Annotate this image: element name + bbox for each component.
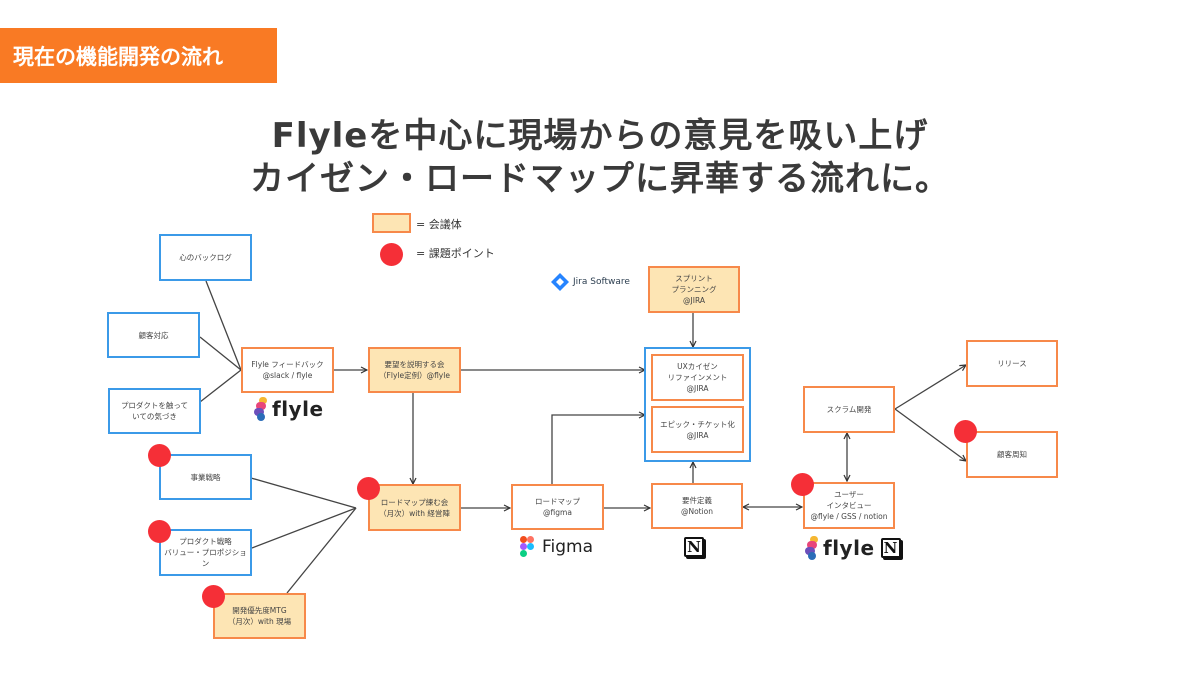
flyle-logo-feedback: flyle	[254, 397, 324, 421]
node-product-strategy: プロダクト戦略 バリュー・プロポジション	[159, 529, 252, 576]
jira-icon	[551, 273, 569, 291]
legend-meeting-label: = 会議体	[416, 218, 462, 231]
node-user-interview: ユーザー インタビュー @flyle / GSS / notion	[803, 482, 895, 529]
node-sprint-planning: スプリント プランニング @JIRA	[648, 266, 740, 313]
node-epic-ticket: エピック・チケット化 @JIRA	[651, 406, 744, 453]
node-request-meeting: 要望を説明する会 （Flyle定例）@flyle	[368, 347, 461, 393]
issue-dot-roadmap-meeting	[357, 477, 380, 500]
connector-support-feedback	[199, 336, 242, 371]
issue-dot-business-strategy	[148, 444, 171, 467]
connector-scrum-notice	[894, 408, 966, 461]
notion-icon: N	[684, 537, 704, 557]
section-tag: 現在の機能開発の流れ	[0, 28, 277, 83]
issue-dot-product-strategy	[148, 520, 171, 543]
connector-roadmap-epic	[551, 415, 645, 484]
connector-devpriority-roadmap-mtg	[286, 507, 357, 594]
node-roadmap-meeting: ロードマップ練む会 （月次）with 経営陣	[368, 484, 461, 531]
node-scrum-dev: スクラム開発	[803, 386, 895, 433]
node-requirements: 要件定義 @Notion	[651, 483, 743, 529]
node-customer-support: 顧客対応	[107, 312, 200, 358]
notion-logo-requirements: N	[684, 537, 704, 557]
legend-issue-label: = 課題ポイント	[416, 247, 495, 260]
notion-icon: N	[880, 538, 901, 558]
flyle-wordmark: flyle	[823, 536, 875, 560]
node-release: リリース	[966, 340, 1058, 387]
connector-product-feedback	[199, 369, 242, 403]
flyle-wordmark: flyle	[272, 397, 324, 421]
node-product-touch: プロダクトを触って いての気づき	[108, 388, 201, 434]
issue-dot-dev-priority	[202, 585, 225, 608]
node-business-strategy: 事業戦略	[159, 454, 252, 500]
node-customer-notice: 顧客周知	[966, 431, 1058, 478]
issue-dot-user-interview	[791, 473, 814, 496]
jira-logo: Jira Software	[551, 273, 630, 291]
node-backlog: 心のバックログ	[159, 234, 252, 281]
connector-backlog-feedback	[205, 280, 242, 371]
node-dev-priority-mtg: 開発優先度MTG （月次）with 現場	[213, 593, 306, 639]
legend-meeting-swatch	[372, 213, 411, 233]
figma-icon	[520, 536, 534, 557]
connector-scrum-release	[894, 365, 966, 410]
headline-line-1: Flyleを中心に現場からの意見を吸い上げ	[271, 116, 929, 156]
flyle-icon	[254, 397, 267, 421]
figma-wordmark: Figma	[542, 537, 594, 557]
legend-issue-dot	[380, 243, 403, 266]
flyle-icon	[805, 536, 818, 560]
node-roadmap: ロードマップ @figma	[511, 484, 604, 530]
figma-logo: Figma	[520, 536, 593, 558]
issue-dot-customer-notice	[954, 420, 977, 443]
jira-wordmark: Jira Software	[573, 277, 630, 287]
node-flyle-feedback: Flyle フィードバック @slack / flyle	[241, 347, 334, 393]
flyle-notion-logos-interview: flyle N	[805, 536, 901, 560]
connector-product-strategy-roadmap-mtg	[251, 507, 357, 549]
connector-business-roadmap-mtg	[250, 477, 357, 509]
headline-line-2: カイゼン・ロードマップに昇華する流れに。	[250, 159, 950, 199]
node-ux-refinement: UXカイゼン リファインメント @JIRA	[651, 354, 744, 401]
